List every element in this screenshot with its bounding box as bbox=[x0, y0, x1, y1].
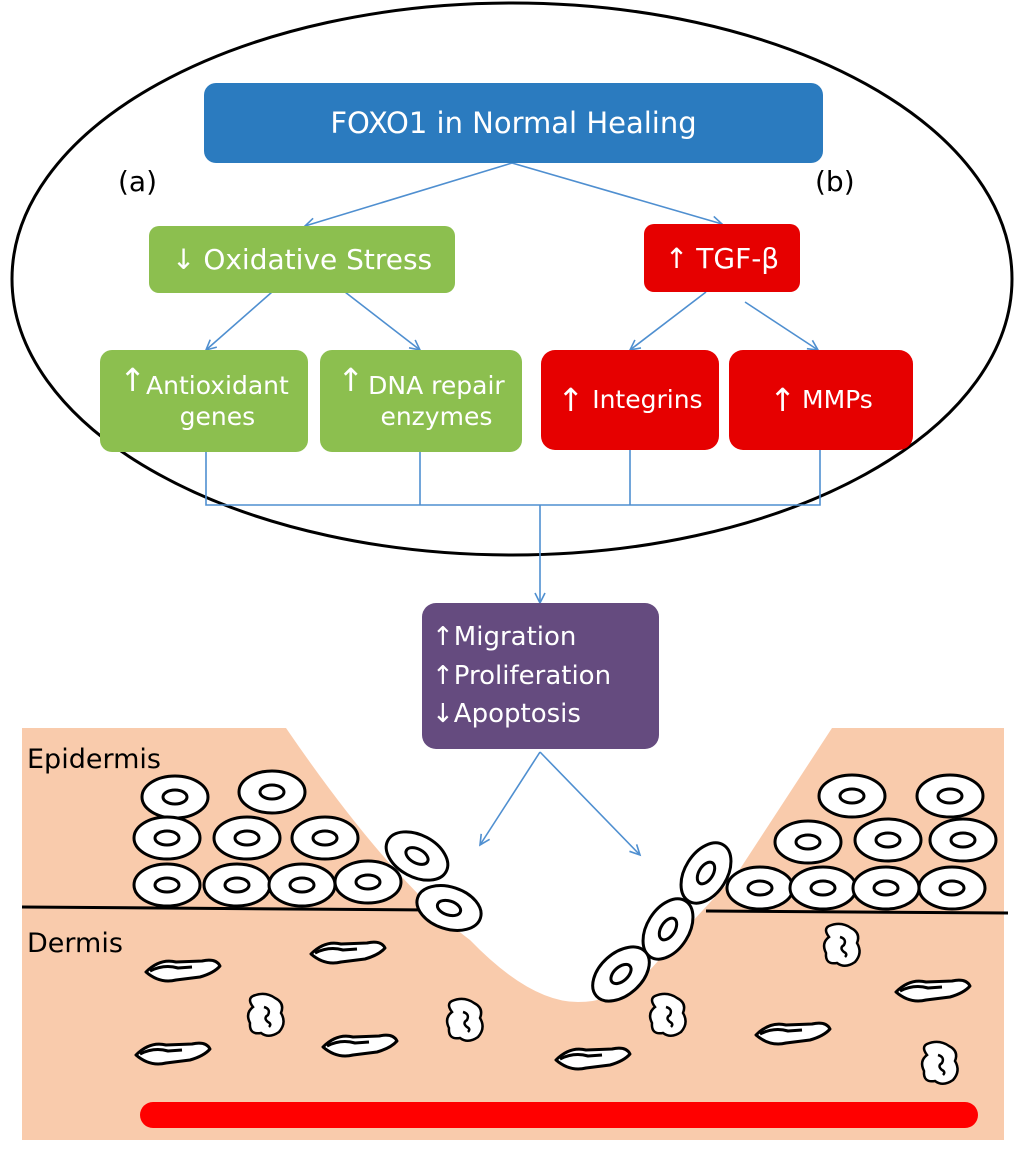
integrins-label: Integrins bbox=[592, 385, 703, 415]
macrophage bbox=[246, 992, 285, 1037]
keratinocyte bbox=[591, 945, 651, 1003]
arrow-title-to-tgf bbox=[511, 162, 724, 227]
mmps-box: ↑ MMPs bbox=[729, 350, 913, 450]
fibroblasts bbox=[134, 940, 972, 1071]
tgf-beta-box: ↑ TGF-β bbox=[644, 224, 800, 292]
proliferation-row: ↑Proliferation bbox=[432, 660, 611, 693]
mmps-label: MMPs bbox=[802, 385, 873, 415]
fibroblast bbox=[894, 978, 972, 1003]
arrow-oxidative-to-dna bbox=[344, 291, 422, 352]
dermis-label: Dermis bbox=[27, 928, 123, 959]
keratinocyte bbox=[915, 773, 985, 819]
pathway-oval bbox=[10, 1, 1014, 557]
keratinocyte bbox=[679, 841, 733, 905]
arrow-tgf-to-mmps bbox=[744, 301, 820, 351]
integrins-box: ↑ Integrins bbox=[541, 350, 719, 450]
oxidative-stress-box: ↓ Oxidative Stress bbox=[149, 226, 455, 293]
antioxidant-line1: Antioxidant bbox=[146, 370, 289, 400]
antioxidant-line2: genes bbox=[179, 402, 256, 431]
macrophages bbox=[246, 922, 959, 1085]
epidermal-cells bbox=[132, 769, 998, 1003]
keratinocyte bbox=[817, 773, 887, 819]
apoptosis-row: ↓Apoptosis bbox=[432, 698, 581, 731]
keratinocyte bbox=[202, 862, 272, 908]
keratinocyte bbox=[851, 865, 921, 911]
keratinocyte bbox=[267, 862, 337, 908]
proliferation-label: Proliferation bbox=[453, 660, 612, 691]
macrophage bbox=[648, 992, 687, 1037]
keratinocyte bbox=[641, 897, 695, 961]
up-arrow-icon: ↑ bbox=[769, 381, 796, 419]
keratinocyte bbox=[237, 769, 307, 815]
keratinocyte bbox=[333, 859, 403, 905]
collector-line bbox=[205, 450, 821, 506]
blood-vessel bbox=[140, 1102, 978, 1128]
tgf-beta-label: TGF-β bbox=[696, 241, 780, 275]
keratinocyte bbox=[290, 815, 360, 861]
dna-line1: DNA repair bbox=[368, 370, 505, 400]
keratinocyte bbox=[415, 884, 483, 932]
keratinocyte bbox=[132, 862, 202, 908]
outcomes-box: ↑Migration ↑Proliferation ↓Apoptosis bbox=[422, 603, 659, 749]
keratinocyte bbox=[212, 815, 282, 861]
fibroblast bbox=[144, 958, 222, 983]
keratinocyte bbox=[788, 865, 858, 911]
label-b: (b) bbox=[815, 165, 855, 198]
macrophage bbox=[920, 1040, 959, 1085]
keratinocyte bbox=[140, 774, 210, 820]
keratinocyte bbox=[773, 819, 843, 865]
arrow-title-to-oxidative bbox=[303, 162, 513, 229]
migration-row: ↑Migration bbox=[432, 621, 576, 654]
fibroblast bbox=[309, 940, 387, 965]
arrow-outcomes-left bbox=[479, 751, 541, 847]
label-a: (a) bbox=[118, 165, 158, 198]
fibroblast bbox=[321, 1033, 399, 1058]
arrow-oxidative-to-antioxidant bbox=[204, 291, 273, 352]
dna-repair-box: ↑ DNA repair enzymes bbox=[320, 350, 522, 452]
up-arrow-icon: ↑ bbox=[119, 361, 146, 399]
up-arrow-icon: ↑ bbox=[432, 660, 454, 691]
migration-label: Migration bbox=[453, 622, 577, 653]
macrophage bbox=[822, 922, 861, 967]
up-arrow-icon: ↑ bbox=[337, 361, 365, 399]
down-arrow-icon: ↓ bbox=[432, 699, 454, 730]
keratinocyte bbox=[384, 830, 450, 882]
arrow-outcomes-right bbox=[539, 751, 642, 857]
keratinocyte bbox=[132, 815, 202, 861]
fibroblast bbox=[134, 1041, 212, 1066]
arrow-tgf-to-integrins bbox=[628, 291, 707, 352]
antioxidant-genes-box: ↑ Antioxidant genes bbox=[100, 350, 308, 452]
fibroblast bbox=[554, 1046, 632, 1071]
up-arrow-icon: ↑ bbox=[664, 241, 689, 275]
keratinocyte bbox=[928, 817, 998, 863]
apoptosis-label: Apoptosis bbox=[453, 699, 581, 730]
keratinocyte bbox=[725, 865, 795, 911]
keratinocyte bbox=[917, 865, 987, 911]
title-text: FOXO1 in Normal Healing bbox=[330, 105, 697, 140]
basement-membrane-right bbox=[705, 909, 1009, 915]
basement-membrane-left bbox=[21, 905, 433, 912]
dna-line2: enzymes bbox=[380, 402, 493, 431]
macrophage bbox=[445, 997, 484, 1042]
up-arrow-icon: ↑ bbox=[557, 381, 585, 419]
title-box: FOXO1 in Normal Healing bbox=[204, 83, 823, 163]
down-arrow-icon: ↓ bbox=[171, 243, 196, 276]
epidermis-label: Epidermis bbox=[27, 744, 161, 775]
fibroblast bbox=[754, 1021, 832, 1046]
connector-arrows bbox=[204, 162, 821, 857]
oxidative-stress-label: Oxidative Stress bbox=[203, 243, 433, 276]
keratinocyte bbox=[853, 817, 923, 863]
up-arrow-icon: ↑ bbox=[432, 622, 454, 653]
